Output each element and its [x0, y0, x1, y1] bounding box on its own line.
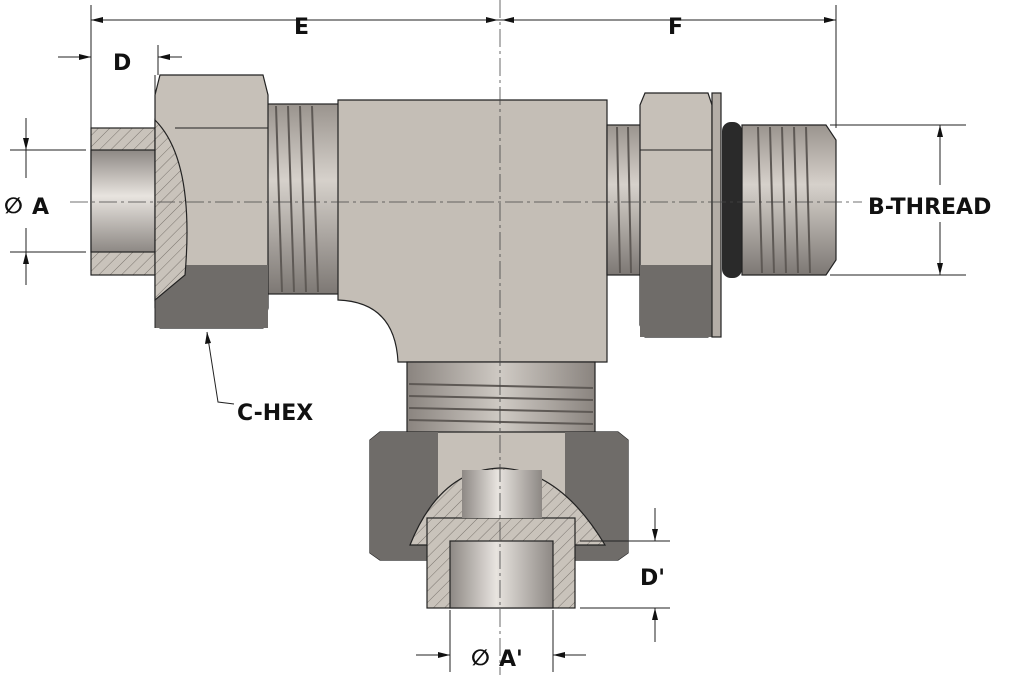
- dimension-a-prime: [416, 610, 586, 672]
- right-thread-short: [606, 124, 642, 276]
- right-male-thread: [741, 124, 837, 276]
- bottom-thread: [406, 361, 596, 435]
- dimension-d: [58, 45, 182, 75]
- diameter-symbol-a: ∅: [4, 194, 23, 219]
- diameter-symbol-a-prime: ∅: [471, 646, 490, 671]
- bottom-tube-section: [426, 470, 576, 609]
- dimension-e-f: [90, 5, 837, 190]
- label-b-thread: B-THREAD: [868, 195, 991, 220]
- dimension-a: [10, 118, 86, 285]
- c-hex-leader: [205, 331, 235, 405]
- label-d: D: [113, 51, 131, 76]
- label-a: A: [32, 195, 49, 220]
- right-hex-nut: [639, 92, 722, 338]
- dimension-b-thread: [830, 124, 966, 276]
- left-thread: [265, 103, 341, 295]
- label-a-prime: A': [499, 647, 523, 672]
- o-ring: [722, 122, 742, 278]
- label-c-hex: C-HEX: [237, 401, 313, 426]
- label-e: E: [294, 15, 309, 40]
- dimension-d-prime: [580, 508, 670, 642]
- tee-body: [337, 99, 608, 363]
- label-d-prime: D': [640, 566, 665, 591]
- left-hex-nut: [154, 74, 269, 329]
- label-f: F: [668, 15, 683, 40]
